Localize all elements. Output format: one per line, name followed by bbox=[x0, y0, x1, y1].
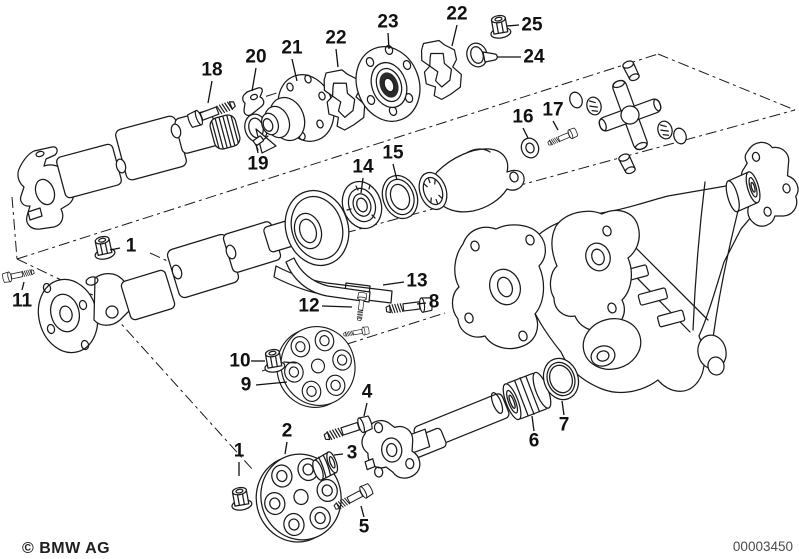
seal-oval-left bbox=[569, 91, 583, 109]
flex-disc-bolt bbox=[342, 325, 370, 339]
part-20-clamp-plate bbox=[242, 87, 265, 116]
part-callout-9[interactable]: 9 bbox=[241, 375, 252, 396]
part-15-seal-ring bbox=[381, 174, 419, 220]
part-callout-3[interactable]: 3 bbox=[347, 443, 358, 464]
cv-sleeve-housing bbox=[418, 148, 525, 213]
callout-leader-14 bbox=[360, 177, 364, 194]
part-callout-8[interactable]: 8 bbox=[429, 292, 440, 313]
center-driveshaft bbox=[1, 148, 525, 354]
callout-leader-18 bbox=[207, 80, 213, 104]
callout-leader-22 bbox=[451, 24, 458, 47]
callout-leader-23 bbox=[387, 32, 390, 50]
flex-disc-assembly-upper bbox=[261, 318, 370, 416]
part-callout-17[interactable]: 17 bbox=[542, 100, 563, 121]
part-21-cv-joint bbox=[260, 74, 335, 142]
part-callout-1[interactable]: 1 bbox=[126, 236, 137, 257]
case-rear-plate bbox=[549, 209, 640, 332]
case-side-snout bbox=[697, 334, 727, 376]
callout-leader-6 bbox=[531, 415, 535, 432]
part-callout-4[interactable]: 4 bbox=[362, 382, 373, 403]
front-yoke bbox=[17, 146, 75, 230]
part-callout-22[interactable]: 22 bbox=[325, 28, 346, 49]
part-24-clamp bbox=[466, 42, 498, 68]
part-callout-12[interactable]: 12 bbox=[298, 296, 319, 317]
callout-leader-22 bbox=[335, 48, 339, 68]
part-callout-7[interactable]: 7 bbox=[559, 415, 570, 436]
callout-leader-17 bbox=[552, 120, 559, 131]
callout-leader-3 bbox=[333, 453, 344, 456]
part-callout-18[interactable]: 18 bbox=[201, 60, 222, 81]
part-callout-24[interactable]: 24 bbox=[523, 47, 545, 68]
callout-leader-8 bbox=[416, 302, 427, 305]
part-callout-25[interactable]: 25 bbox=[521, 15, 543, 36]
part-callout-19[interactable]: 19 bbox=[247, 154, 268, 175]
rear-yoke-flange bbox=[37, 273, 135, 354]
part-7-shaft-seal bbox=[542, 357, 580, 401]
callout-leader-16 bbox=[522, 127, 529, 139]
callout-leader-20 bbox=[251, 67, 257, 92]
part-callout-15[interactable]: 15 bbox=[382, 143, 404, 164]
output-shaft-assembly bbox=[403, 357, 580, 461]
part-callout-23[interactable]: 23 bbox=[377, 12, 398, 33]
callout-leader-25 bbox=[506, 24, 520, 27]
universal-joint-spider bbox=[569, 58, 687, 177]
part-callout-20[interactable]: 20 bbox=[245, 47, 266, 68]
bearing-cup-left bbox=[584, 94, 604, 118]
transfer-case bbox=[451, 181, 760, 394]
callout-leader-19 bbox=[255, 143, 259, 154]
case-front-flange bbox=[451, 224, 546, 350]
callout-leader-13 bbox=[382, 281, 405, 286]
splined-shaft-end bbox=[209, 114, 241, 150]
copyright: © BMW AG bbox=[22, 540, 110, 557]
callout-leader-11 bbox=[21, 281, 25, 291]
front-driveshaft bbox=[17, 110, 241, 230]
part-callout-1[interactable]: 1 bbox=[234, 441, 245, 462]
callout-leader-1 bbox=[109, 247, 121, 251]
part-1-nut-lower bbox=[228, 485, 254, 513]
part-11-bolt bbox=[1, 266, 36, 284]
callout-leader-7 bbox=[561, 400, 565, 416]
part-23-cv-flange bbox=[355, 44, 421, 122]
part-companion-flange bbox=[361, 419, 431, 479]
part-callout-21[interactable]: 21 bbox=[281, 38, 303, 59]
callout-leader-2 bbox=[284, 441, 288, 455]
part-8-bolt bbox=[384, 296, 434, 318]
part-17-bolt bbox=[546, 126, 579, 149]
part-callout-16[interactable]: 16 bbox=[512, 107, 533, 128]
part-22-lock-ring-2 bbox=[413, 34, 469, 104]
part-25-nut bbox=[487, 13, 513, 41]
flex-disc-assembly-lower bbox=[228, 414, 431, 552]
callout-leader-4 bbox=[363, 402, 368, 417]
part-callout-13[interactable]: 13 bbox=[406, 271, 427, 292]
part-14-ball-bearing bbox=[341, 180, 383, 230]
part-callout-5[interactable]: 5 bbox=[359, 517, 370, 538]
bearing-cup-right bbox=[655, 118, 675, 142]
part-callout-10[interactable]: 10 bbox=[229, 351, 250, 372]
part-callout-11[interactable]: 11 bbox=[12, 291, 33, 312]
case-output-boss bbox=[582, 318, 642, 370]
seal-oval-right bbox=[673, 127, 687, 145]
bearing-cap-top bbox=[621, 58, 641, 84]
part-callout-2[interactable]: 2 bbox=[282, 421, 293, 442]
callout-leader-5 bbox=[360, 505, 365, 518]
callout-leader-21 bbox=[291, 58, 298, 82]
rear-output-flange bbox=[725, 141, 799, 227]
callout-leader-12 bbox=[321, 305, 353, 308]
part-callout-22[interactable]: 22 bbox=[446, 4, 467, 25]
part-callout-14[interactable]: 14 bbox=[352, 157, 374, 178]
diagram-number: 00003450 bbox=[733, 539, 793, 554]
part-6-seal-bushing bbox=[502, 371, 552, 421]
bearing-cap-bottom bbox=[617, 151, 637, 177]
part-1-nut-upper bbox=[90, 234, 117, 262]
part-16-washer bbox=[520, 137, 540, 159]
callout-leader-15 bbox=[392, 163, 398, 181]
callout-leader-9 bbox=[255, 381, 288, 386]
flange-hub bbox=[725, 171, 761, 213]
part-callout-6[interactable]: 6 bbox=[529, 431, 540, 452]
part-3-centering-bushing bbox=[312, 451, 339, 481]
